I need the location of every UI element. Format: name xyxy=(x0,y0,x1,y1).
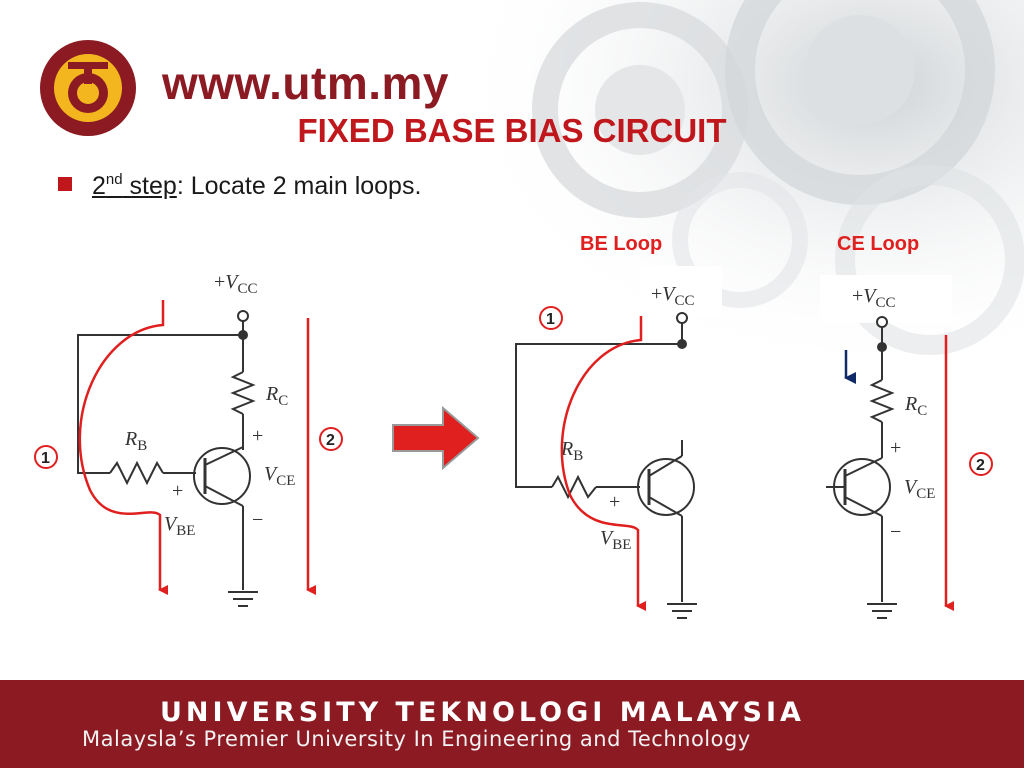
svg-text:VCE: VCE xyxy=(264,463,295,489)
gear-background xyxy=(420,0,1024,420)
footer-university-name: UNIVERSITY TEKNOLOGI MALAYSIA xyxy=(160,697,805,728)
be-loop-circuit xyxy=(515,312,697,619)
svg-text:+VCC: +VCC xyxy=(852,285,896,311)
svg-text:RC: RC xyxy=(904,393,927,419)
be-vcc-backdrop xyxy=(640,266,722,316)
svg-text:−: − xyxy=(252,509,263,531)
svg-text:+: + xyxy=(609,491,620,513)
utm-crest-icon xyxy=(40,40,136,136)
svg-text:RB: RB xyxy=(560,438,583,464)
rc-resistor-left xyxy=(230,371,256,415)
step-word: step xyxy=(129,172,177,200)
be-loop-label: BE Loop xyxy=(580,233,663,255)
svg-text:1: 1 xyxy=(546,311,555,328)
rc-resistor-ce xyxy=(869,379,895,423)
svg-text:2: 2 xyxy=(976,457,985,474)
svg-text:+: + xyxy=(890,437,901,459)
step-number: 2 xyxy=(92,172,106,200)
be-loop-arrow xyxy=(560,316,646,611)
svg-text:VBE: VBE xyxy=(164,513,195,539)
slide-title: FIXED BASE BIAS CIRCUIT xyxy=(297,112,727,149)
footer-tagline: Malaysla’s Premier University In Enginee… xyxy=(82,727,751,751)
transition-arrow-icon xyxy=(392,405,480,471)
step-suffix: nd xyxy=(105,171,123,188)
svg-text:+: + xyxy=(172,480,183,502)
circuit-diagrams: +VCC RC RB + VCE − + VBE 1 2 xyxy=(34,266,993,619)
full-circuit-labels: +VCC RC RB + VCE − + VBE xyxy=(124,271,295,539)
bullet-square-icon xyxy=(58,177,72,191)
svg-text:VBE: VBE xyxy=(600,527,631,553)
step-text: : Locate 2 main loops. xyxy=(176,172,422,200)
step-label: 2nd step xyxy=(92,172,177,200)
svg-text:+: + xyxy=(252,425,263,447)
loop-arrows-left xyxy=(78,300,316,595)
transistor-left xyxy=(193,447,251,505)
svg-text:RC: RC xyxy=(265,383,288,409)
ce-loop-label: CE Loop xyxy=(837,233,920,255)
svg-text:1: 1 xyxy=(41,450,50,467)
svg-text:+VCC: +VCC xyxy=(651,283,695,309)
transistor-be xyxy=(637,458,695,516)
rb-resistor-left xyxy=(109,460,164,486)
rb-resistor-be xyxy=(551,474,597,500)
loop-badges-left: 1 2 xyxy=(34,427,343,469)
be-loop-badge: 1 xyxy=(539,306,563,330)
svg-text:−: − xyxy=(890,521,901,543)
bullet-step: 2nd step: Locate 2 main loops. xyxy=(58,172,421,201)
be-loop-labels: +VCC RB + VBE xyxy=(560,283,695,553)
ce-loop-circuit xyxy=(826,316,897,619)
full-circuit xyxy=(77,310,258,607)
svg-text:+VCC: +VCC xyxy=(214,271,258,297)
svg-text:VCE: VCE xyxy=(904,476,935,502)
ce-loop-badge: 2 xyxy=(969,452,993,476)
site-url[interactable]: www.utm.my xyxy=(162,57,449,109)
svg-text:RB: RB xyxy=(124,428,147,454)
vcc-terminal-left xyxy=(237,310,249,322)
ce-vcc-backdrop xyxy=(820,275,952,323)
footer-band xyxy=(0,680,1024,768)
ce-loop-labels: +VCC RC + VCE − xyxy=(852,285,935,543)
svg-text:2: 2 xyxy=(326,432,335,449)
